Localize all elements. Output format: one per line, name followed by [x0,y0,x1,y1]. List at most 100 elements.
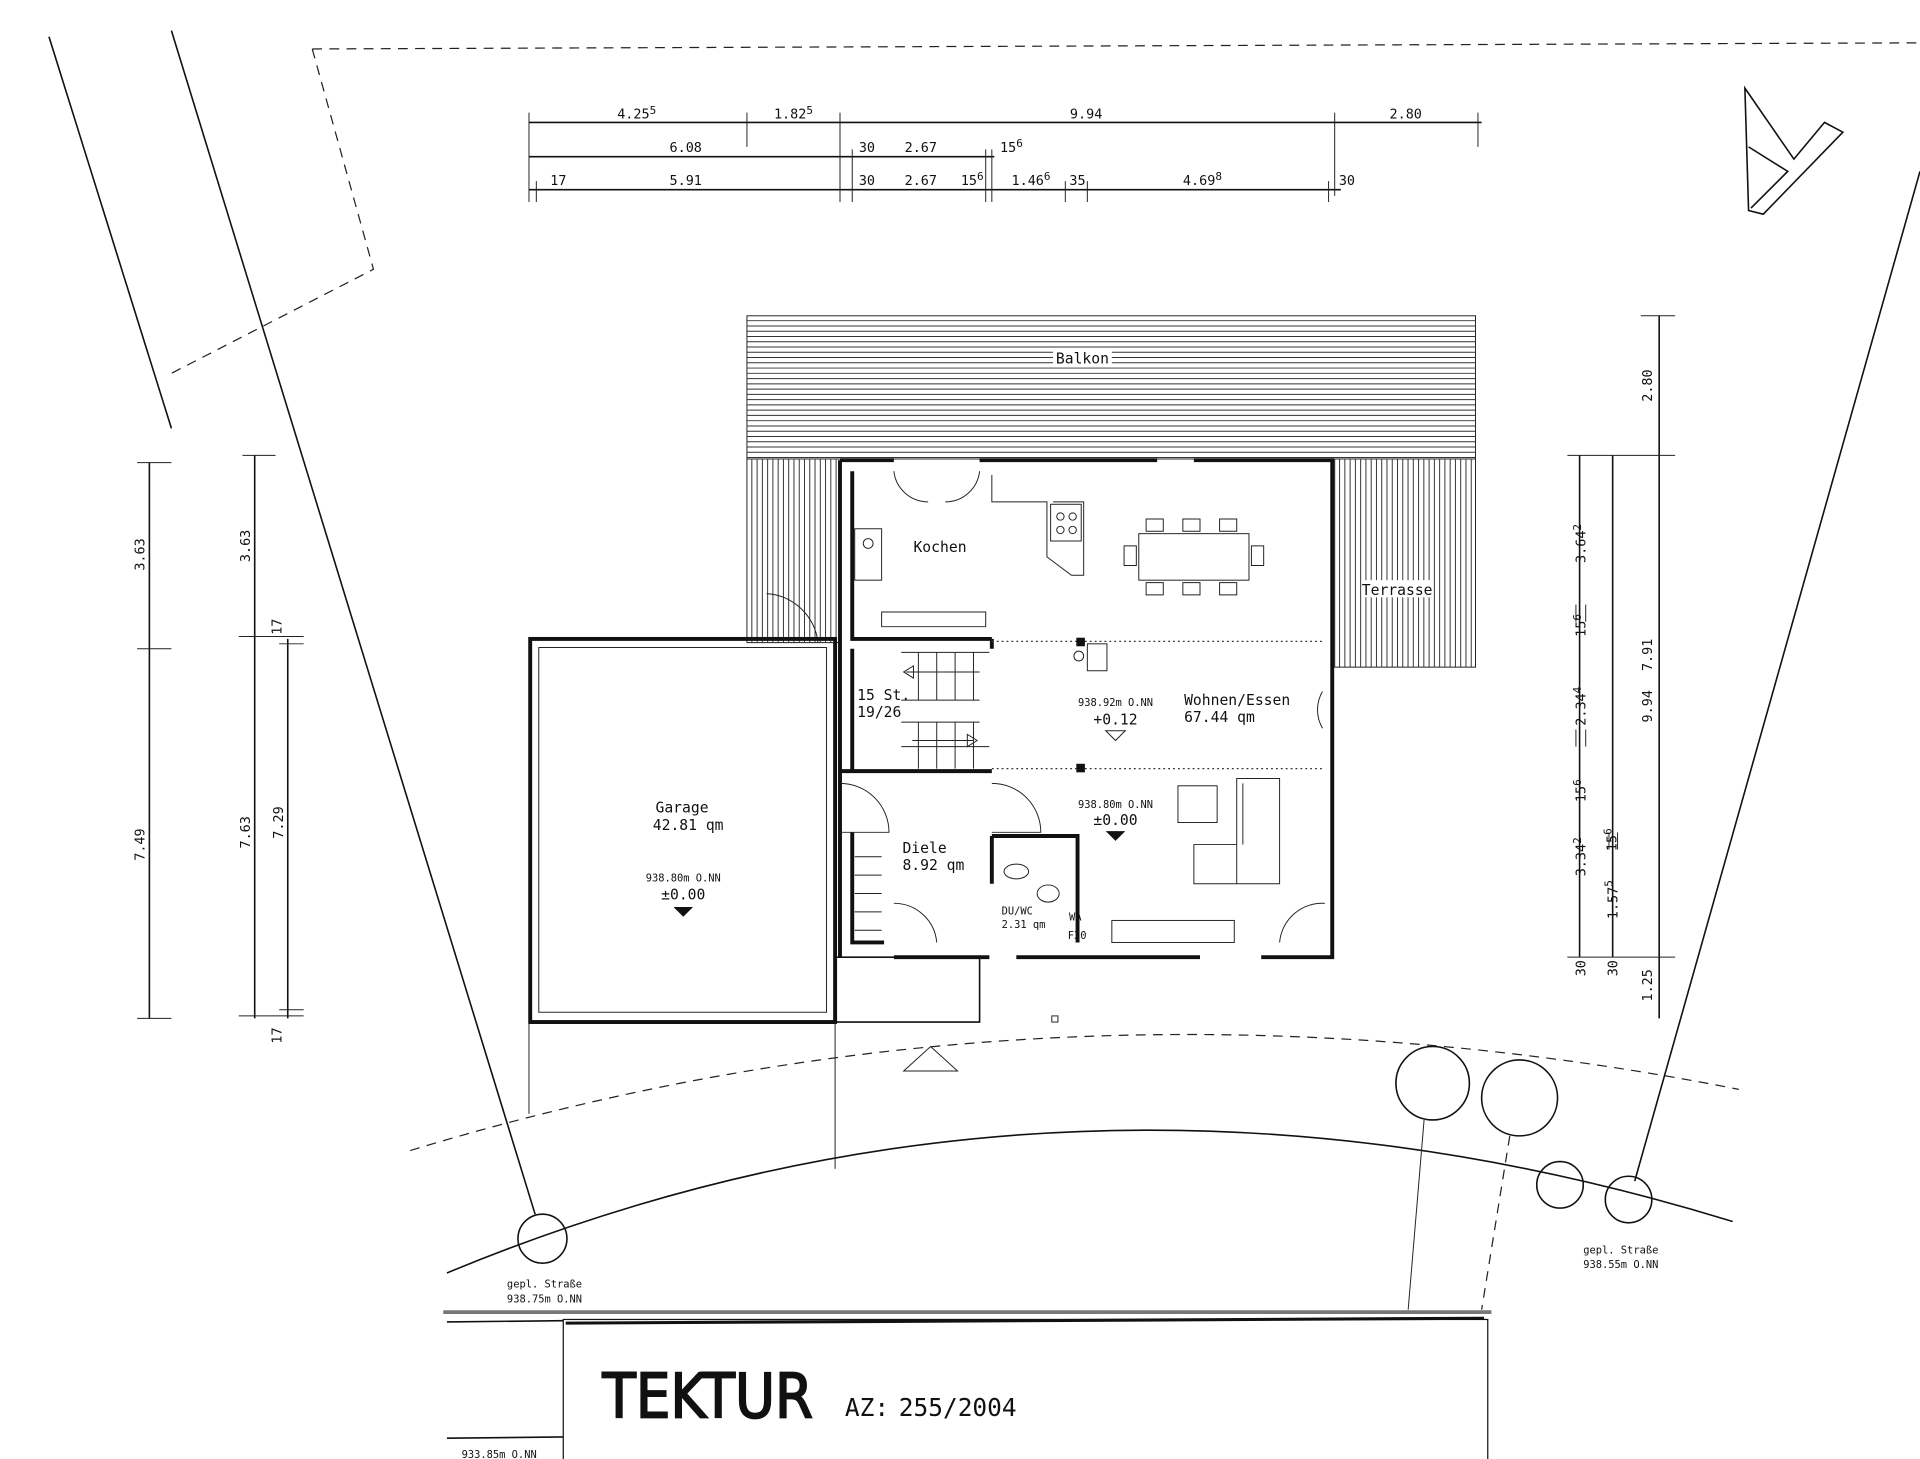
lower-elevation-nn: 938.80m O.NN [1078,799,1153,811]
stairs [854,651,990,931]
road-dashed-line [410,1033,1739,1152]
dimension-value: 2.34 [1575,693,1590,725]
wa-label: WA [1069,911,1082,923]
dimension-value: 1.46 [1012,174,1044,189]
garage-level-marker-icon [673,906,694,917]
entrance-triangle-icon [902,1045,959,1072]
bottom-elevation-nn: 933.85m O.NN [462,1449,537,1459]
dimension-value: 15 [1575,786,1590,802]
dimension-label: 3.63 [239,530,254,562]
dimension-label: 30 [1575,960,1590,976]
trees [517,1045,1653,1310]
dimension-value: 15 [1575,621,1590,637]
dimension-value: 2.67 [905,174,937,189]
dimension-value: 7.49 [133,828,148,860]
dimension-superscript: 6 [1016,137,1023,150]
dimension-label: 30 [859,174,875,189]
dimension-label: 2.67 [905,141,937,156]
dimension-superscript: 5 [806,104,813,117]
doors [766,471,1325,943]
dimension-label: 17 [550,174,566,189]
upper-elevation-level: +0.12 [1093,712,1137,729]
dimension-label: 3.63 [133,538,148,570]
kochen-label: Kochen [913,539,966,556]
kitchen-counter [854,474,1085,628]
dimension-value: 15 [1000,141,1016,156]
dimension-label: 1.466 [1012,170,1051,189]
dimension-label: 156 [1571,614,1590,637]
dimension-superscript: 8 [1215,170,1222,183]
dimension-value: 1.25 [1641,969,1656,1001]
dimension-value: 3.63 [239,530,254,562]
duwc-name: DU/WC [1002,905,1033,917]
dimension-value: 3.64 [1575,531,1590,563]
garage-elevation-nn: 938.80m O.NN [646,872,721,884]
dimension-label: 17 [271,1027,286,1043]
duwc-area: 2.31 qm [1002,919,1046,931]
dimension-label: 156 [1000,137,1023,156]
terrasse-label: Terrasse [1362,582,1433,599]
stairs-ratio-label: 19/26 [857,704,901,721]
dimension-value: 15 [1605,835,1620,851]
survey-point-icon [1051,1015,1059,1023]
garage-name: Garage [656,800,709,817]
dimension-value: 30 [859,141,875,156]
dining-table [1123,518,1265,596]
dimension-value: 17 [550,174,566,189]
dimension-label: 17 [271,619,286,635]
title-tektur: TEKTUR [601,1361,813,1432]
dimension-label: 2.67 [905,174,937,189]
road-right-nn: 938.55m O.NN [1583,1259,1658,1271]
left-dimension-lines [137,454,304,1019]
house-walls [838,458,1335,960]
dimension-value: 7.29 [272,806,287,838]
road-right-name: gepl. Straße [1583,1244,1658,1256]
dimension-superscript: 6 [1601,828,1614,835]
dimension-label: 6.08 [670,141,702,156]
garage-elevation-level: ±0.00 [661,887,705,904]
dimension-label: 30 [1339,174,1355,189]
dimension-label: 156 [961,170,984,189]
dimension-value: 3.63 [133,538,148,570]
dimension-value: 6.08 [670,141,702,156]
dimension-label: 2.80 [1641,369,1656,401]
dimension-value: 35 [1069,174,1085,189]
right-dimension-labels: 3.6421562.3441563.342307.911561.575302.8… [1571,369,1656,1001]
dimension-value: 9.94 [1070,108,1102,123]
dimension-label: 3.342 [1571,837,1590,876]
dimension-superscript: 5 [1603,880,1616,887]
top-dimension-lines [528,112,1482,202]
wohnen-name: Wohnen/Essen [1184,692,1290,709]
dimension-value: 30 [1575,960,1590,976]
right-dimension-lines [1567,315,1676,1019]
road-left-nn: 938.75m O.NN [507,1293,582,1305]
lower-level-marker-icon [1105,831,1126,841]
balkon-label: Balkon [1056,351,1109,368]
dimension-value: 2.80 [1390,108,1422,123]
title-az-number: 255/2004 [899,1393,1017,1422]
dimension-superscript: 6 [1044,170,1051,183]
dimension-value: 17 [271,619,286,635]
title-block [443,1310,1492,1459]
dimension-superscript: 6 [977,170,984,183]
dimension-label: 3.642 [1571,524,1590,563]
diele-area: 8.92 qm [902,857,964,874]
dimension-label: 30 [1607,960,1622,976]
property-lines [48,30,1920,1215]
dimension-value: 17 [271,1027,286,1043]
dimension-value: 1.57 [1607,887,1622,919]
f30-label: F30 [1068,930,1087,942]
dimension-superscript: 6 [1571,614,1584,621]
dimension-value: 7.91 [1641,639,1656,671]
stairs-steps-label: 15 St. [857,687,910,704]
garage-area: 42.81 qm [653,817,724,834]
dimension-label: 1.575 [1603,880,1622,919]
dimension-label: 1.25 [1641,969,1656,1001]
dimension-value: 30 [1339,174,1355,189]
diele-name: Diele [902,840,946,857]
dimension-value: 1.82 [774,108,806,123]
upper-elevation-nn: 938.92m O.NN [1078,697,1153,709]
dimension-label: 7.49 [133,828,148,860]
